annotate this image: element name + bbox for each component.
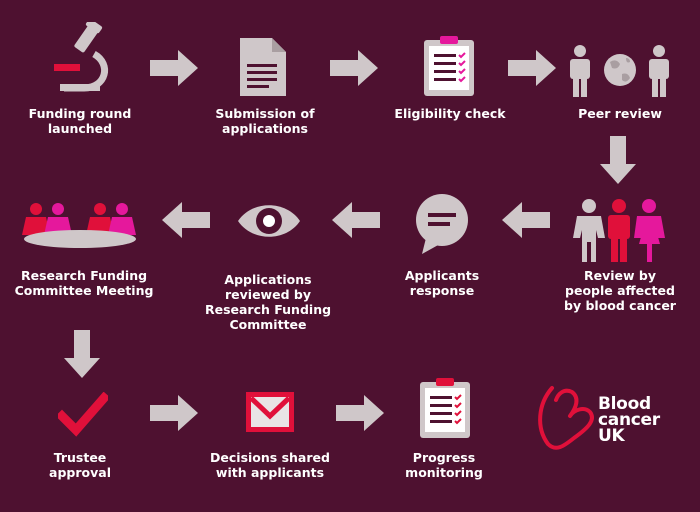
label-line: applications bbox=[222, 121, 308, 136]
label-line: people affected bbox=[565, 283, 675, 298]
label-line: with applicants bbox=[215, 465, 325, 480]
label-line: Submission of bbox=[215, 106, 315, 121]
logo-line: UK bbox=[598, 426, 625, 446]
logo-line: Blood bbox=[598, 394, 651, 414]
people-globe-icon bbox=[570, 45, 669, 97]
label-line: Decisions shared bbox=[210, 450, 330, 465]
checkmark-icon bbox=[58, 392, 108, 437]
label-line: Peer review bbox=[578, 106, 662, 121]
label-line: launched bbox=[47, 121, 113, 136]
arrow-left-icon bbox=[502, 202, 550, 238]
label-line: Review by bbox=[583, 268, 657, 283]
arrow-down-icon bbox=[64, 330, 100, 378]
logo-line: cancer bbox=[598, 410, 660, 430]
label-line: Funding round bbox=[28, 106, 132, 121]
heart-logo-icon bbox=[538, 386, 594, 450]
arrow-left-icon bbox=[332, 202, 380, 238]
document-icon bbox=[240, 38, 286, 96]
label-line: reviewed by bbox=[225, 287, 311, 302]
meeting-table-icon bbox=[22, 203, 136, 248]
microscope-icon bbox=[54, 22, 108, 92]
clipboard-checklist-icon bbox=[420, 378, 470, 438]
arrow-down-icon bbox=[600, 136, 636, 184]
label-line: approval bbox=[49, 465, 111, 480]
label-line: Applicants bbox=[404, 268, 480, 283]
speech-bubble-icon bbox=[416, 194, 468, 254]
label-line: response bbox=[409, 283, 475, 298]
three-people-icon bbox=[573, 199, 665, 262]
label-line: Eligibility check bbox=[394, 106, 506, 121]
arrow-right-icon bbox=[330, 50, 378, 86]
arrow-left-icon bbox=[162, 202, 210, 238]
label-line: Committee Meeting bbox=[14, 283, 154, 298]
arrow-right-icon bbox=[508, 50, 556, 86]
clipboard-checklist-icon bbox=[424, 36, 474, 96]
label-line: Research Funding bbox=[20, 268, 148, 283]
arrow-right-icon bbox=[150, 395, 198, 431]
label-line: Applications bbox=[224, 272, 312, 287]
label-line: by blood cancer bbox=[564, 298, 676, 313]
label-line: Research Funding bbox=[204, 302, 332, 317]
arrow-right-icon bbox=[150, 50, 198, 86]
arrow-right-icon bbox=[336, 395, 384, 431]
envelope-icon bbox=[246, 392, 294, 432]
label-line: monitoring bbox=[405, 465, 483, 480]
label-line: Committee bbox=[229, 317, 307, 332]
label-line: Progress bbox=[412, 450, 476, 465]
eye-icon bbox=[238, 205, 300, 237]
label-line: Trustee bbox=[53, 450, 107, 465]
